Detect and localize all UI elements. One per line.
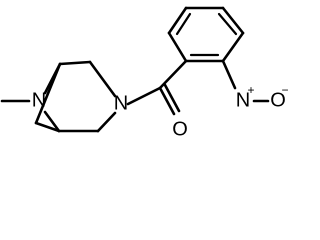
bond-ring-1 (158, 59, 188, 90)
bond-ring-3 (167, 6, 188, 35)
molecule-diagram (0, 6, 270, 133)
bond-ring-nitro-n (221, 59, 237, 90)
bond-ring-6 (221, 31, 245, 63)
nitro-nitrogen-charge: + (247, 83, 254, 97)
bond-carbonyl-double-1 (158, 86, 176, 116)
chemical-structure-canvas: N N O N + O − (0, 6, 289, 141)
bond-upper-ch2-amide-n (88, 60, 117, 98)
atom-labels-layer: N N O N + O − (32, 83, 289, 140)
bond-ethano-bridge-upper (34, 62, 62, 125)
bond-ring-2 (167, 31, 188, 63)
bond-amide-n-carbonyl-c (126, 86, 162, 106)
bond-upper-bridgehead-ch2 (58, 60, 92, 66)
bond-bridge-n-lower-bridgehead (43, 110, 61, 133)
bond-ring-inner-3 (217, 12, 238, 36)
carbonyl-oxygen-label: O (172, 118, 188, 140)
bridge-nitrogen-label: N (32, 89, 46, 111)
bond-ethano-bridge-lower (34, 121, 61, 133)
nitro-nitrogen-label: N (236, 89, 250, 111)
bond-lower-ch2-amide-n (96, 111, 117, 133)
amide-nitrogen-label: N (114, 92, 128, 114)
bond-carbonyl-double-2 (163, 83, 181, 113)
nitro-oxygen-charge: − (281, 83, 288, 97)
bond-ring-5 (221, 6, 245, 35)
bond-ring-inner-2 (175, 12, 192, 36)
nitro-oxygen-label: O (270, 89, 286, 111)
